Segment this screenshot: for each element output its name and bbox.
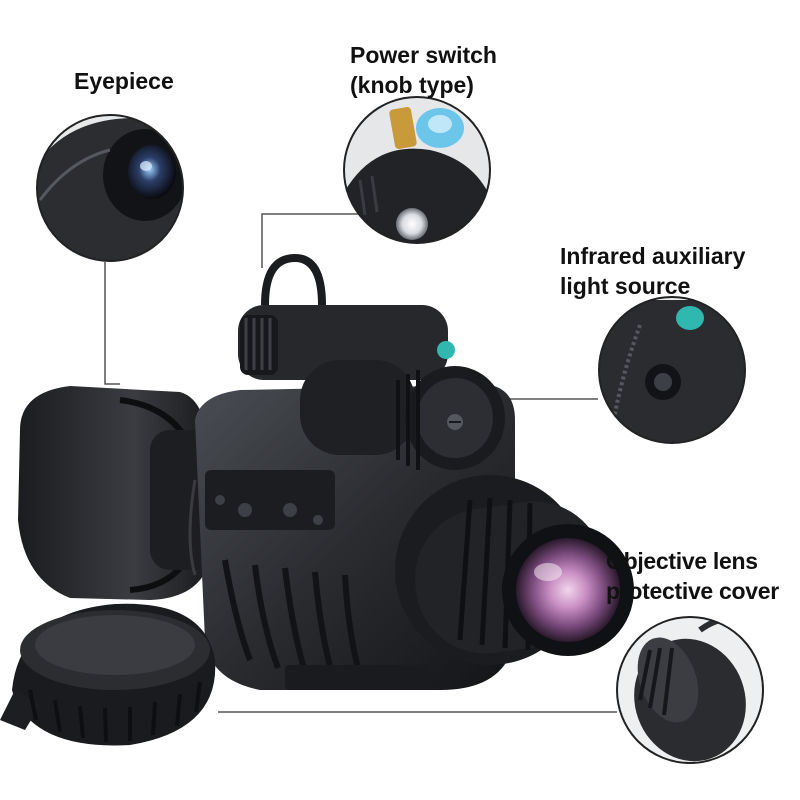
night-vision-monocular xyxy=(18,253,634,690)
objective-lens xyxy=(516,538,620,642)
lens-cover-label-line1: Objective lens xyxy=(606,548,758,574)
lens-cover-label: Objective lens protective cover xyxy=(606,546,779,606)
lens-cover-callout xyxy=(616,616,764,764)
power-switch-label-line1: Power switch xyxy=(350,42,497,68)
ir-light-label-line1: Infrared auxiliary xyxy=(560,243,746,269)
ir-light-label: Infrared auxiliary light source xyxy=(560,241,745,301)
ir-light-callout xyxy=(598,296,746,444)
lens-cap xyxy=(0,603,216,746)
power-switch-callout xyxy=(343,96,491,244)
eyepiece-label: Eyepiece xyxy=(74,66,174,96)
lens-cover-label-line2: protective cover xyxy=(606,578,779,604)
power-switch-label: Power switch (knob type) xyxy=(350,40,497,100)
eyepiece-callout xyxy=(36,114,184,262)
ir-emitter-icon xyxy=(437,341,455,359)
power-switch-label-line2: (knob type) xyxy=(350,72,474,98)
ir-light-label-line2: light source xyxy=(560,273,691,299)
ir-led-icon xyxy=(676,306,704,330)
eyepiece-lens-icon xyxy=(128,145,176,199)
eyepiece-label-text: Eyepiece xyxy=(74,68,174,94)
